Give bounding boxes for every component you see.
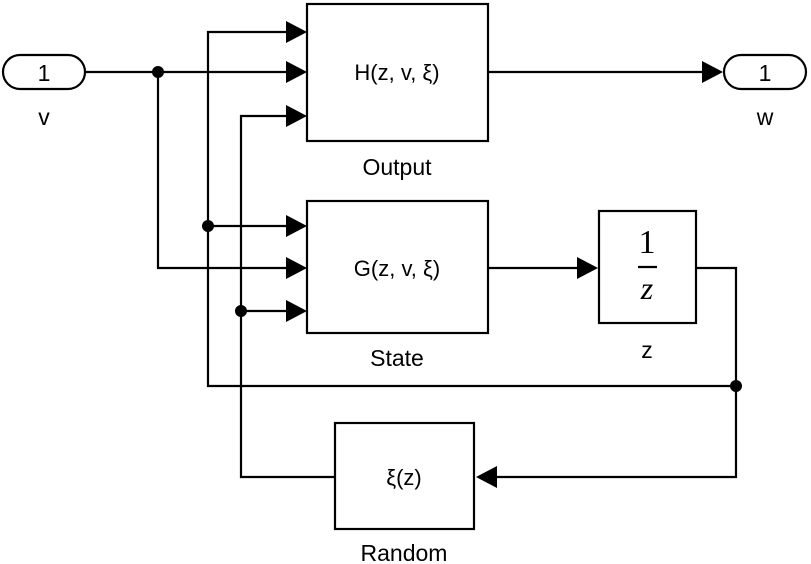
random-block-name: Random	[361, 540, 448, 564]
random-block[interactable]: ξ(z)	[333, 421, 476, 531]
state-block[interactable]: G(z, v, ξ)	[305, 199, 490, 335]
unit-delay-block[interactable]: 1 z	[597, 209, 698, 325]
arrowhead	[476, 466, 497, 488]
inport-v[interactable]: 1	[1, 53, 87, 91]
state-expression: G(z, v, ξ)	[354, 256, 440, 281]
delay-denominator: z	[640, 270, 654, 306]
arrowhead	[286, 61, 307, 83]
wire-random-to-output[interactable]	[239, 114, 335, 479]
junction-dot	[730, 380, 742, 392]
outport-name: w	[756, 104, 774, 130]
output-block[interactable]: H(z, v, ξ)	[305, 2, 490, 143]
junction-dot	[152, 66, 164, 78]
wire-v-to-state[interactable]	[156, 72, 290, 270]
inport-name: v	[38, 104, 50, 130]
inport-number: 1	[38, 60, 51, 86]
wire-delay-to-random[interactable]	[496, 266, 738, 479]
arrowhead	[577, 257, 598, 279]
junction-dot	[235, 305, 247, 317]
delay-block-name: z	[641, 337, 653, 363]
state-block-name: State	[370, 345, 424, 371]
arrowhead	[286, 257, 307, 279]
output-block-name: Output	[362, 154, 432, 180]
arrowhead	[286, 21, 307, 43]
outport-number: 1	[759, 60, 772, 86]
arrowhead	[286, 215, 307, 237]
junction-dot	[202, 220, 214, 232]
arrowhead	[702, 61, 723, 83]
wire-z-to-output[interactable]	[206, 30, 736, 388]
delay-numerator: 1	[639, 224, 656, 261]
random-expression: ξ(z)	[386, 465, 422, 490]
arrowhead	[286, 300, 307, 322]
arrowhead	[286, 105, 307, 127]
outport-w[interactable]: 1	[722, 53, 808, 91]
output-expression: H(z, v, ξ)	[354, 60, 439, 85]
